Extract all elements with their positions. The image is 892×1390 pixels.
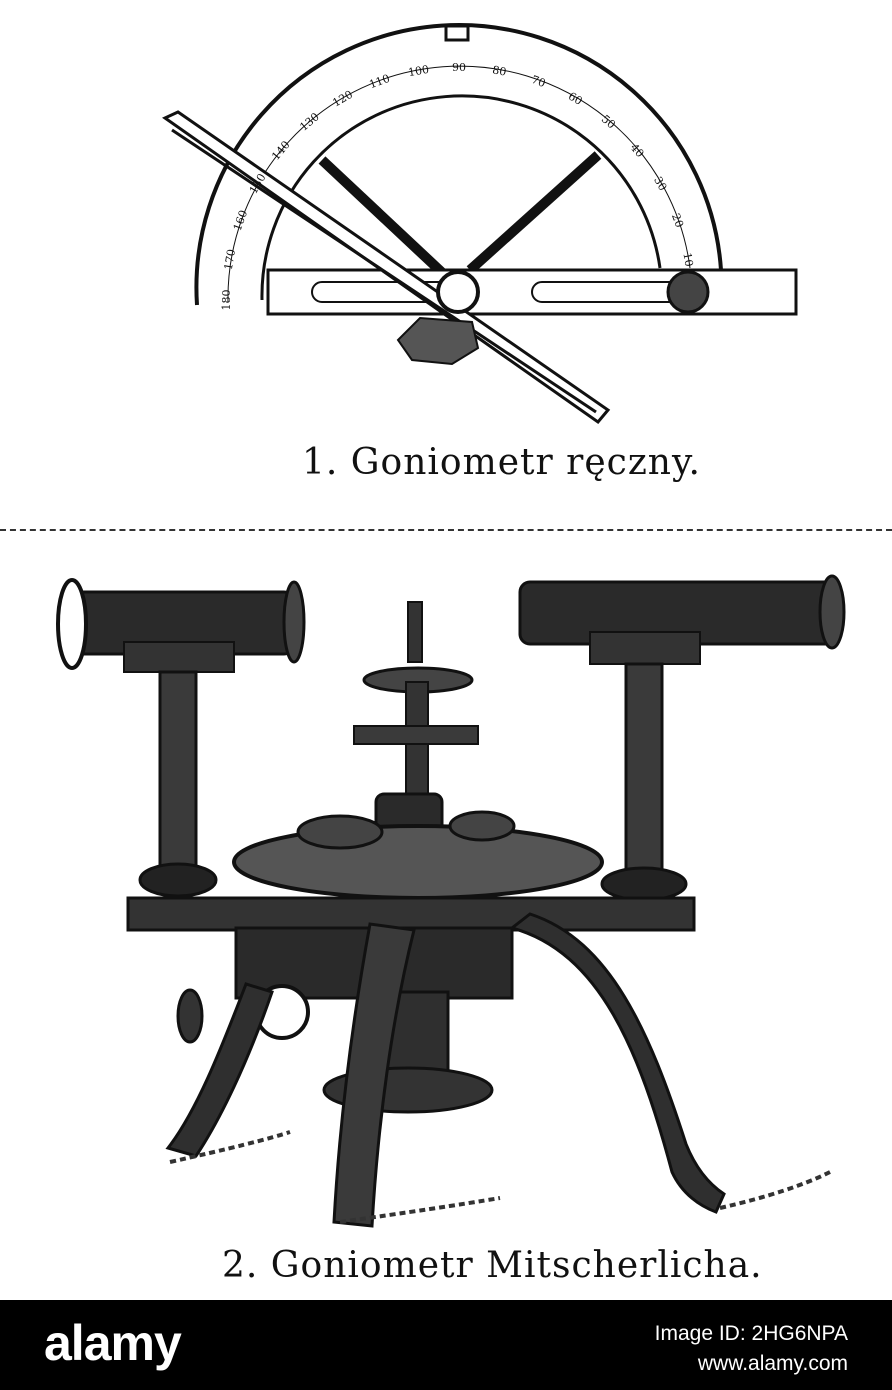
divided-circle xyxy=(232,824,604,900)
adjustment-crossbar xyxy=(353,725,479,745)
alamy-logo: alamy xyxy=(44,1315,182,1371)
site-url: www.alamy.com xyxy=(697,1352,848,1375)
reading-cup-left xyxy=(296,814,384,850)
scale-label-170: 170 xyxy=(222,248,238,271)
stock-watermark-footer: alamy Image ID: 2HG6NPA www.alamy.com xyxy=(0,1300,892,1390)
hand-goniometer-illustration: 1020304050607080901001101201301401501601… xyxy=(162,22,798,425)
left-telescope-end xyxy=(282,580,306,664)
scale-label-80: 80 xyxy=(491,63,507,78)
scale-label-60: 60 xyxy=(566,90,585,108)
left-pillar-foot xyxy=(138,862,218,898)
leg-right xyxy=(508,912,726,1214)
leg-left xyxy=(165,982,274,1158)
rotating-arm-edge xyxy=(171,128,597,414)
scale-label-20: 20 xyxy=(669,212,686,230)
mitscherlich-goniometer-illustration xyxy=(56,574,846,1228)
right-pillar-foot xyxy=(600,866,688,902)
left-telescope-eyepiece xyxy=(56,578,88,670)
scale-label-100: 100 xyxy=(407,63,430,79)
right-pillar xyxy=(624,662,664,876)
reading-cup-right xyxy=(448,810,516,842)
scale-label-180: 180 xyxy=(220,290,233,311)
scale-label-30: 30 xyxy=(651,174,669,193)
figure-2-caption: 2. Goniometr Mitscherlicha. xyxy=(222,1245,763,1286)
protractor-scale-band xyxy=(227,65,691,303)
scale-label-130: 130 xyxy=(297,110,321,133)
figure-1-caption: 1. Goniometr ręczny. xyxy=(302,442,701,483)
protractor-spoke-left xyxy=(318,156,454,284)
crystal-holder-tip xyxy=(407,601,423,663)
protractor-inner-arc xyxy=(260,94,662,301)
protractor-top-notch xyxy=(444,24,470,42)
right-telescope-mount xyxy=(589,631,701,665)
scale-label-120: 120 xyxy=(330,88,355,110)
left-pillar xyxy=(158,670,198,874)
scale-label-90: 90 xyxy=(452,61,466,74)
pivot-screw xyxy=(436,270,480,314)
protractor-spoke-right xyxy=(466,151,602,274)
base-frame xyxy=(126,896,696,932)
scale-label-70: 70 xyxy=(530,73,548,90)
side-knob xyxy=(176,988,204,1044)
image-id-label: Image ID: 2HG6NPA xyxy=(654,1322,848,1345)
leg-front xyxy=(332,922,416,1228)
left-telescope-mount xyxy=(123,641,235,673)
base-slot-right xyxy=(531,281,683,303)
scale-label-160: 160 xyxy=(231,208,250,232)
scale-label-140: 140 xyxy=(269,138,292,162)
ground-shadow xyxy=(169,1130,831,1224)
crystal-sample xyxy=(396,316,480,366)
right-telescope-end xyxy=(818,574,846,650)
scale-label-10: 10 xyxy=(680,252,695,268)
end-screw xyxy=(666,270,710,314)
scale-label-110: 110 xyxy=(367,72,391,91)
figure-divider xyxy=(0,529,892,531)
protractor-outer-arc xyxy=(194,22,723,306)
scale-label-50: 50 xyxy=(599,112,618,131)
